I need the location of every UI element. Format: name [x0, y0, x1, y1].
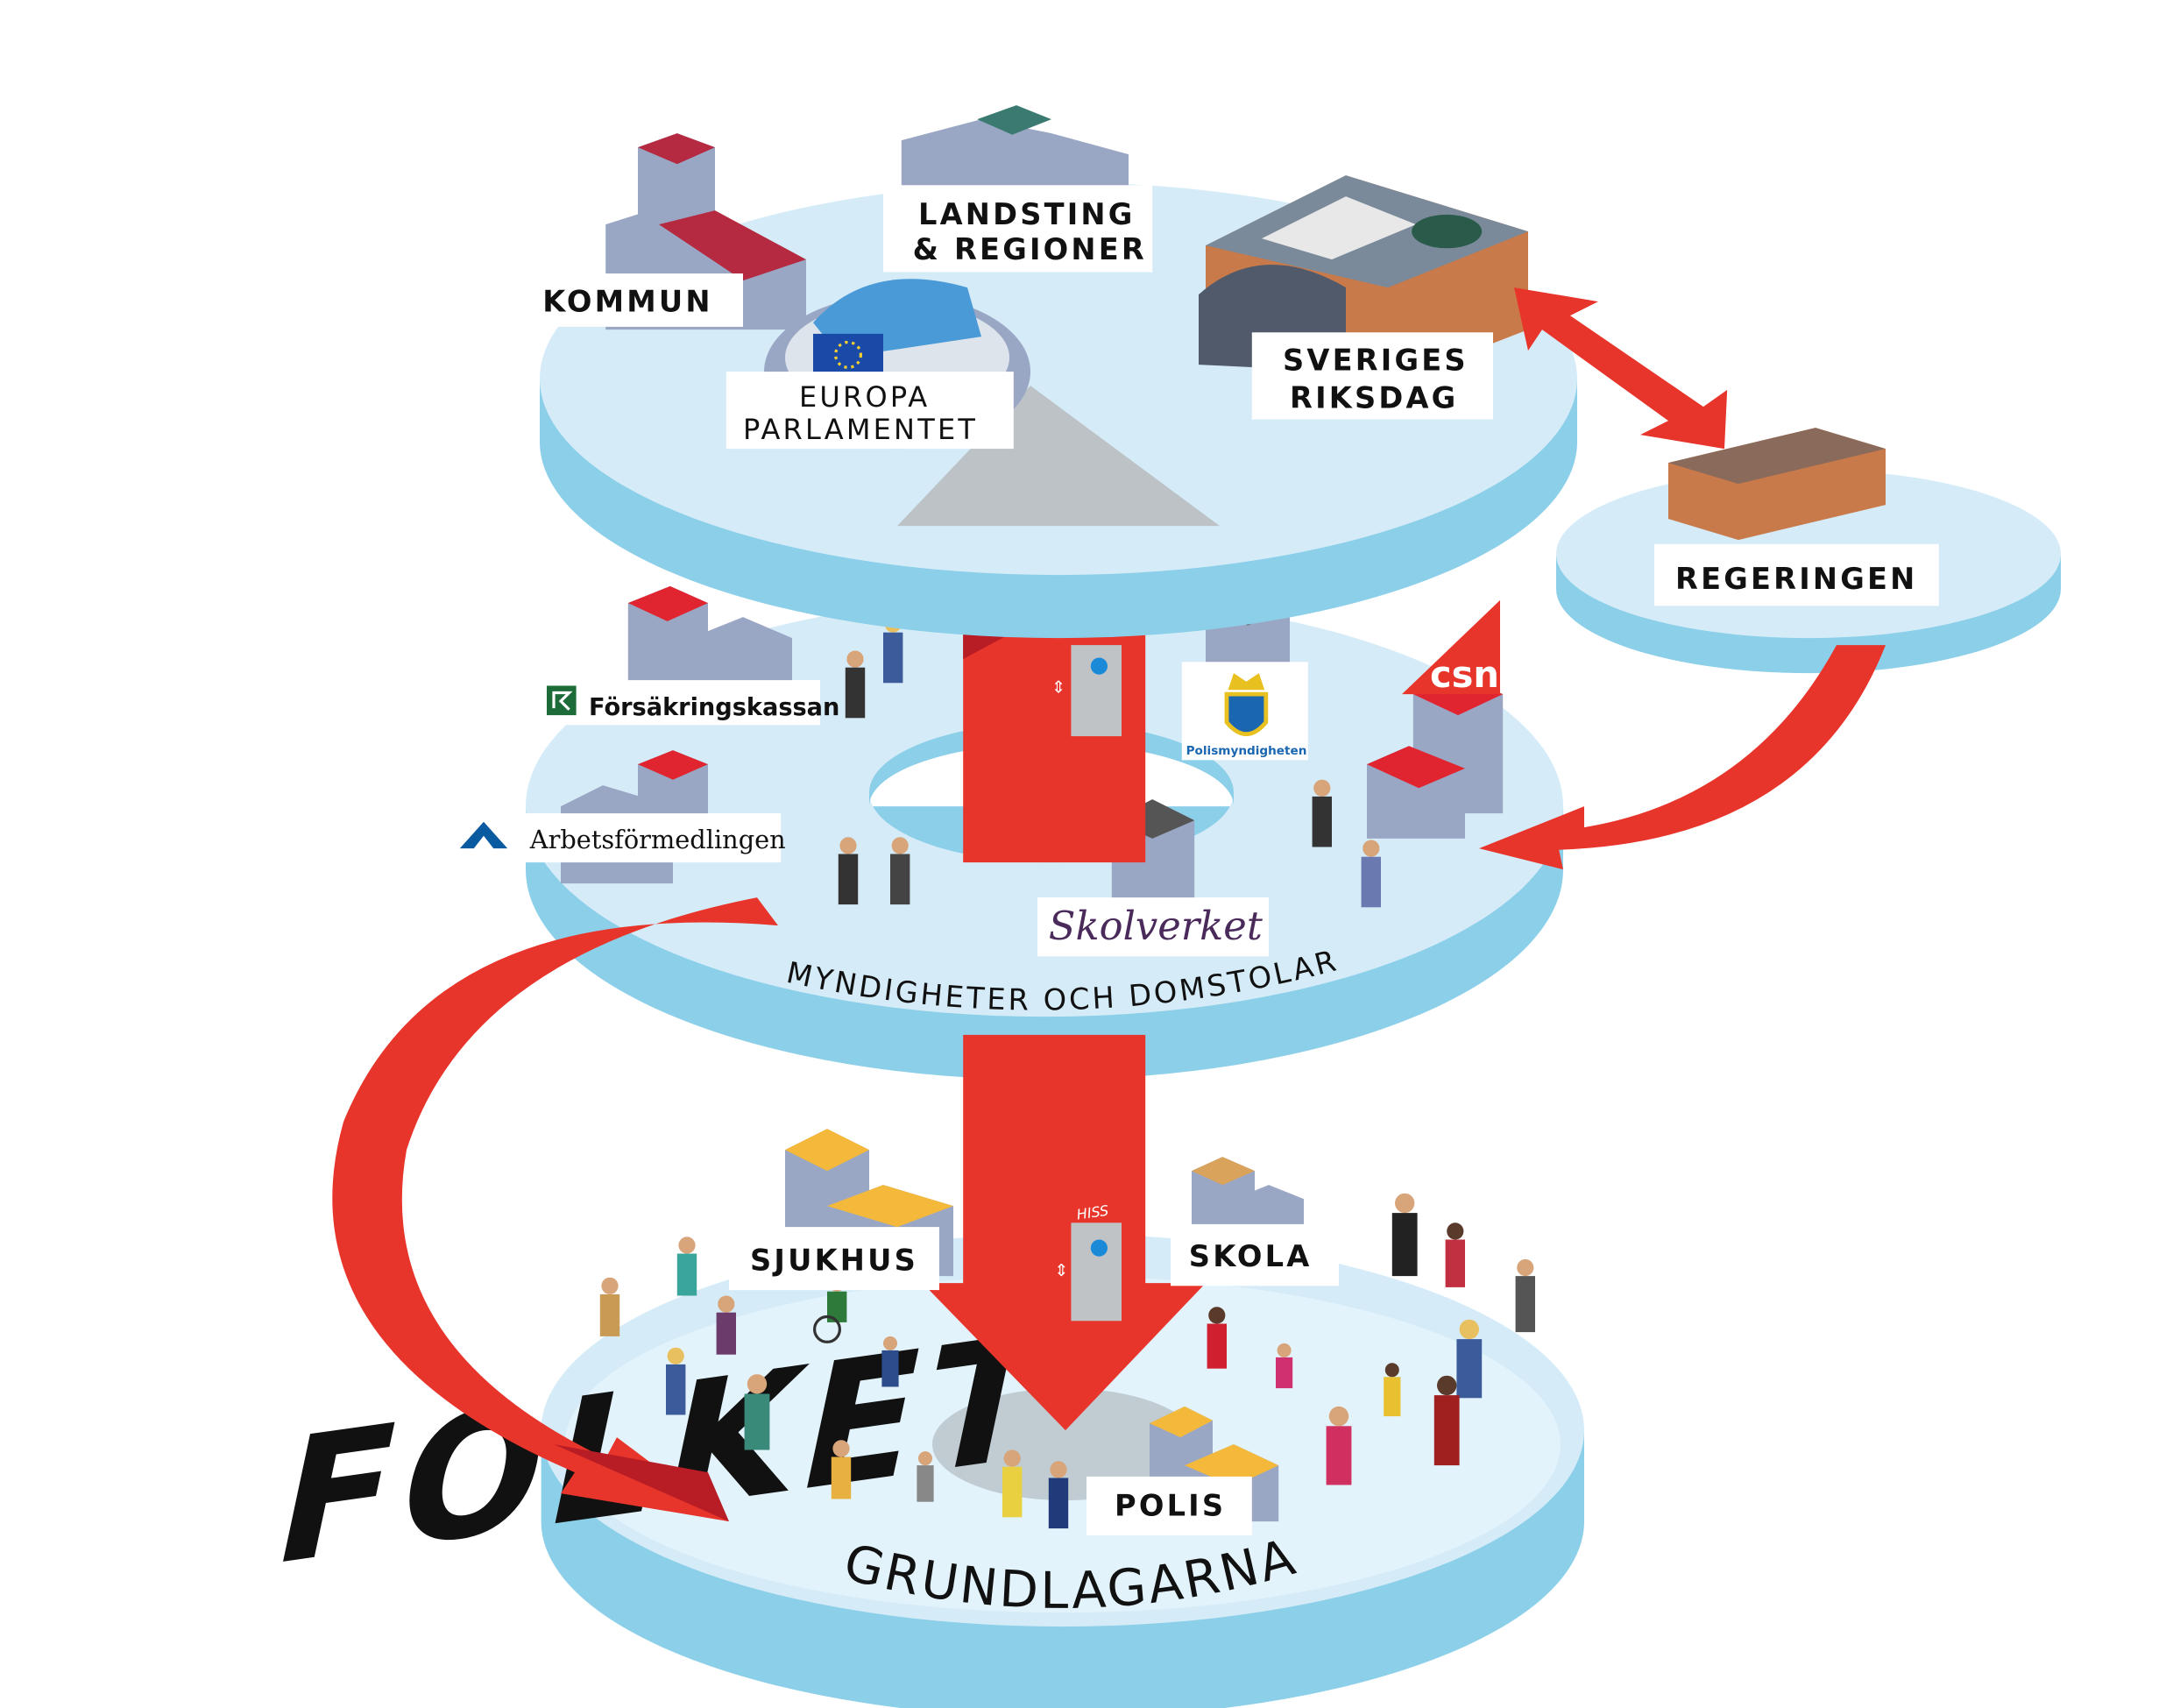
- police-officer-icon: [1048, 1461, 1069, 1529]
- riksdag-regering-double-arrow: [1514, 287, 1728, 450]
- landsting-label-box: LANDSTING & REGIONER: [883, 185, 1153, 273]
- arbetsformedlingen-label: Arbetsförmedlingen: [529, 825, 786, 854]
- arrow-shadow: [554, 1444, 729, 1522]
- police-officer-icon: [1002, 1449, 1023, 1518]
- person-icon: [831, 1440, 852, 1499]
- civil-servants: [838, 615, 1381, 908]
- riksdag-label-line1: SVERIGES: [1283, 344, 1469, 378]
- elevator-button-icon: [1090, 1239, 1108, 1257]
- skolverket-logo-box: Skolverket: [1037, 897, 1269, 957]
- polismyndigheten-logo-box: Polismyndigheten: [1181, 662, 1308, 761]
- kommun-building: [605, 133, 806, 330]
- person-icon: [881, 1336, 899, 1387]
- kommun-label-box: KOMMUN: [533, 273, 743, 327]
- forsakringskassan-logo-box: Försäkringskassan: [540, 680, 839, 726]
- person-icon: [1384, 1363, 1401, 1417]
- landsting-label-line1: LANDSTING: [918, 197, 1136, 231]
- polismyndigheten-label: Polismyndigheten: [1186, 744, 1307, 758]
- riksdag-label-line2: RIKSDAG: [1290, 381, 1458, 415]
- person-icon: [1391, 1193, 1418, 1277]
- polis-label: POLIS: [1115, 1489, 1226, 1523]
- arbetsformedlingen-logo-icon: [459, 821, 508, 849]
- regering-to-myndigheter-arrow: [1479, 645, 1886, 870]
- landsting-label-line2: & REGIONER: [913, 232, 1147, 266]
- person-icon: [917, 1451, 934, 1502]
- elevator-door-bottom: ⇕ HISS: [1054, 1202, 1122, 1322]
- europa-label-line1: EUROPA: [799, 380, 930, 414]
- person-icon: [1326, 1406, 1352, 1485]
- riksdag-building: [1199, 175, 1528, 379]
- europa-label-line2: PARLAMENTET: [743, 413, 978, 446]
- csn-label: csn: [1430, 653, 1499, 696]
- hiss-label: HISS: [1076, 1202, 1110, 1223]
- person-icon: [1515, 1258, 1535, 1333]
- polis-label-box: POLIS: [1086, 1476, 1252, 1536]
- rosenbad-building: [1668, 428, 1886, 541]
- arrow-tip-shadow: [897, 386, 1220, 527]
- sjukhus-label: SJUKHUS: [750, 1244, 918, 1278]
- person-icon: [845, 650, 866, 719]
- europaparlamentet-label-box: EUROPA PARLAMENTET: [726, 372, 1014, 450]
- skola-label: SKOLA: [1189, 1239, 1313, 1273]
- regeringen-label: REGERINGEN: [1675, 562, 1917, 596]
- person-icon: [599, 1277, 620, 1336]
- elevator-arrows-icon: ⇕: [1054, 1260, 1068, 1280]
- elevator-arrows-icon: ⇕: [1051, 677, 1065, 698]
- skola-label-box: SKOLA: [1171, 1223, 1339, 1286]
- kommun-label: KOMMUN: [542, 284, 713, 318]
- person-icon: [890, 837, 910, 905]
- person-icon: [1276, 1343, 1293, 1389]
- forsakringskassan-label: Försäkringskassan: [589, 694, 839, 721]
- arbetsformedlingen-logo-box: Arbetsförmedlingen: [456, 813, 786, 863]
- skolverket-label: Skolverket: [1049, 903, 1263, 949]
- person-icon: [676, 1237, 697, 1296]
- person-icon: [1207, 1307, 1227, 1369]
- elevator-button-icon: [1090, 657, 1108, 675]
- bottom-disc-folket: [541, 1234, 1584, 1708]
- elevator-door-top: ⇕: [1051, 645, 1122, 737]
- eu-flag-icon: [813, 333, 883, 376]
- csn-logo: csn: [1402, 599, 1500, 696]
- myndigheter-to-folket-arrow: [332, 897, 778, 1522]
- person-icon: [838, 837, 859, 905]
- person-icon: [1312, 779, 1332, 847]
- police-crest-icon: [1224, 691, 1269, 737]
- school-building: [1192, 1157, 1304, 1235]
- person-icon: [716, 1295, 736, 1355]
- office-building: [627, 585, 792, 702]
- riksdag-label-box: SVERIGES RIKSDAG: [1251, 332, 1493, 420]
- person-icon: [1361, 840, 1381, 908]
- person-icon: [1445, 1223, 1465, 1287]
- person-icon: [1433, 1375, 1460, 1466]
- person-icon: [666, 1347, 686, 1415]
- sjukhus-label-box: SJUKHUS: [729, 1227, 939, 1291]
- regeringen-label-box: REGERINGEN: [1654, 543, 1939, 606]
- person-icon: [744, 1374, 770, 1450]
- person-icon: [1456, 1319, 1483, 1399]
- people-crowd: [599, 1193, 1535, 1529]
